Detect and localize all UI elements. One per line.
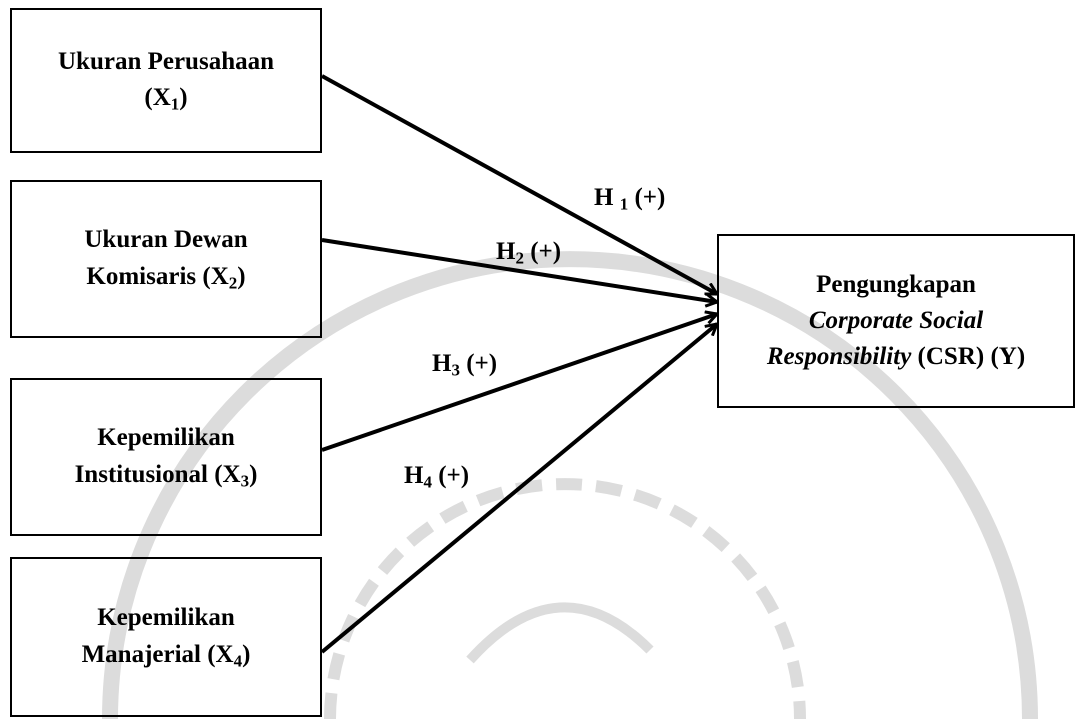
- hypothesis-label-h3: H3 (+): [432, 350, 498, 380]
- watermark-seal: [102, 251, 1038, 719]
- arrow-h2: [321, 238, 717, 302]
- arrow-h4: [320, 324, 717, 654]
- x4-title: Kepemilikan: [97, 604, 235, 632]
- arrow-h3: [321, 314, 717, 452]
- x3-title: Kepemilikan: [97, 424, 235, 452]
- arrow-h1: [321, 74, 717, 296]
- y-line3: Responsibility (CSR) (Y): [766, 343, 1026, 371]
- hypothesis-label-h2: H2 (+): [496, 238, 562, 268]
- watermark-outer-ring: [102, 251, 1038, 719]
- hypothesis-label-h4: H4 (+): [404, 462, 470, 492]
- variable-box-x1: Ukuran Perusahaan (X1): [10, 8, 322, 153]
- variable-box-x4: Kepemilikan Manajerial (X4): [10, 557, 322, 717]
- x3-code: Institusional (X3): [74, 460, 258, 490]
- hypothesis-label-h1: H 1 (+): [594, 184, 666, 214]
- watermark-emblem: [466, 602, 654, 664]
- watermark-inner-ring: [324, 478, 806, 719]
- y-title: Pengungkapan: [816, 270, 976, 298]
- variable-box-x3: Kepemilikan Institusional (X3): [10, 378, 322, 536]
- x2-code: Komisaris (X2): [86, 262, 246, 292]
- variable-box-x2: Ukuran Dewan Komisaris (X2): [10, 180, 322, 338]
- x1-code: (X1): [144, 84, 188, 114]
- x1-title: Ukuran Perusahaan: [57, 47, 274, 75]
- x2-title: Ukuran Dewan: [84, 226, 248, 254]
- x4-code: Manajerial (X4): [81, 640, 251, 670]
- y-line2: Corporate Social: [808, 306, 984, 334]
- variable-box-y: Pengungkapan Corporate Social Responsibi…: [717, 234, 1075, 408]
